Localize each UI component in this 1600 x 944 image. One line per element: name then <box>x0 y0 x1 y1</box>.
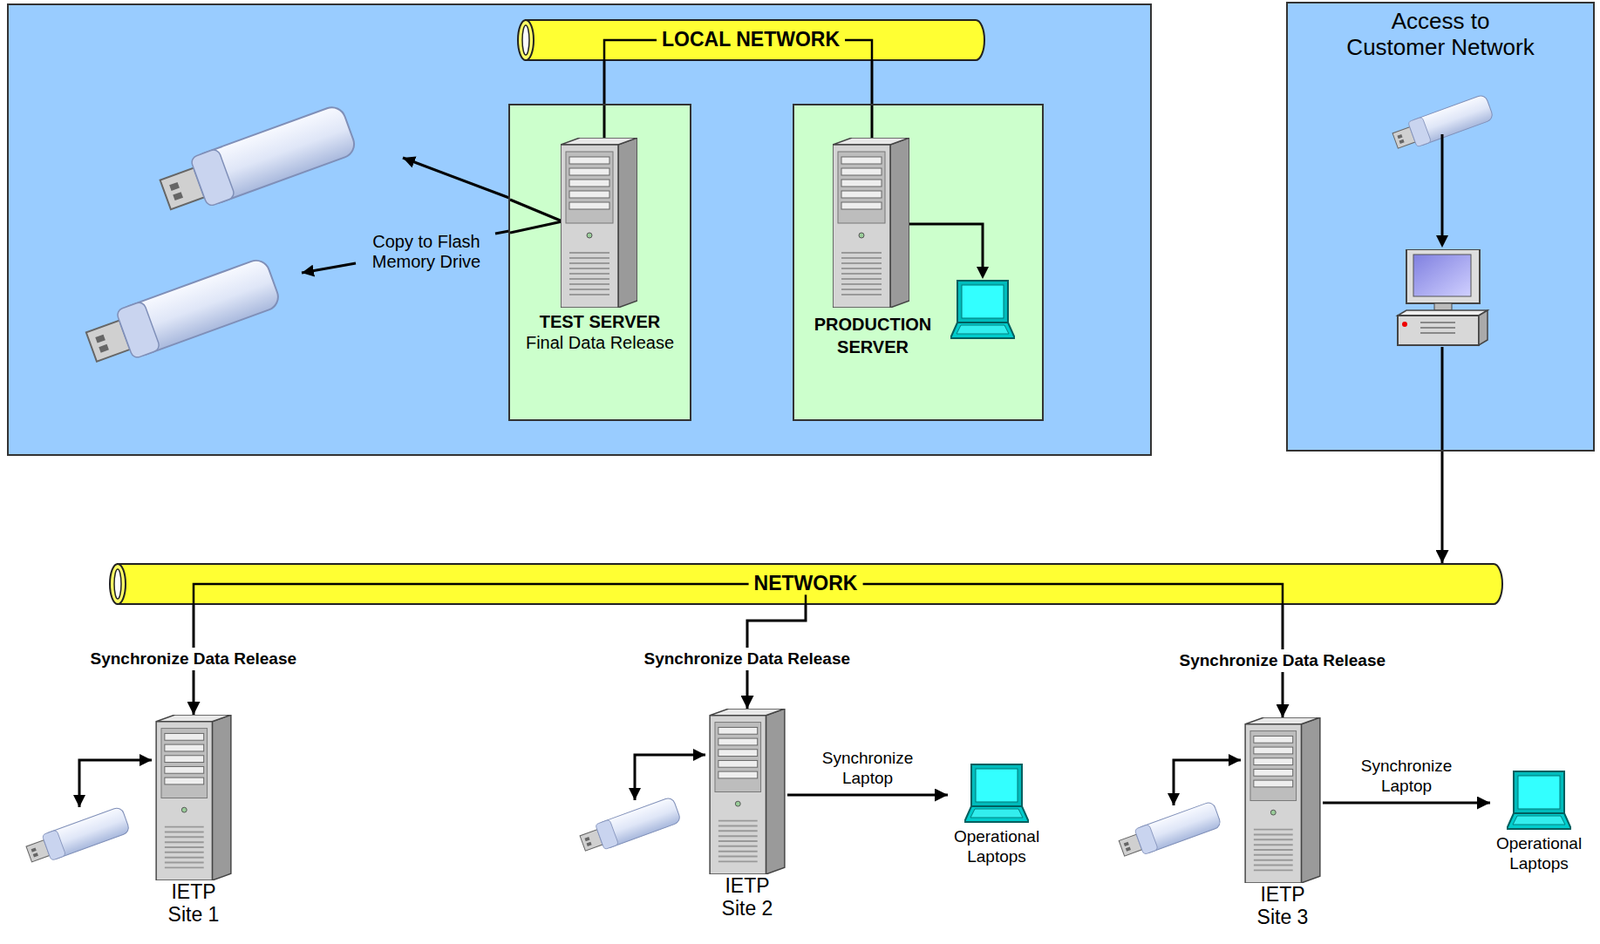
server-icon-frame <box>707 708 788 875</box>
wire <box>1441 347 1444 450</box>
note-label: Copy to Flash Memory Drive <box>360 231 492 273</box>
text-holder: IETP Site 2 <box>707 874 788 921</box>
connector <box>1322 802 1491 805</box>
edge-label: Synchronize Data Release <box>1176 649 1390 674</box>
network-pipe: LOCAL NETWORK <box>515 19 987 62</box>
laptop-icon-frame <box>1506 769 1572 835</box>
site-server: IETP Site 2 <box>707 708 788 921</box>
pipe-end <box>517 20 534 61</box>
laptop-icon <box>1506 771 1572 830</box>
node-title: PRODUCTION SERVER <box>803 313 943 359</box>
server-icon <box>832 137 910 308</box>
laptop-icon <box>964 764 1029 823</box>
edge-label-holder: Synchronize Laptop <box>810 747 925 791</box>
flash-drive <box>156 103 359 220</box>
local-panel <box>7 4 1151 456</box>
laptop-icon <box>950 280 1015 339</box>
text-holder: Operational Laptops <box>947 827 1046 868</box>
server-icon-frame <box>153 714 234 881</box>
edge-label: Synchronize Data Release <box>87 647 301 672</box>
edge-label-holder: Synchronize Data Release <box>640 647 855 672</box>
node-title: TEST SERVER <box>510 311 690 333</box>
text-holder: Operational Laptops <box>1490 834 1588 875</box>
edge-label-holder: Synchronize Data Release <box>87 647 301 672</box>
usb-sync-arrow <box>1173 760 1241 806</box>
connector <box>871 61 874 104</box>
flash-drive <box>1116 801 1222 862</box>
operational-laptop: Operational Laptops <box>947 762 1046 868</box>
pipe-body <box>525 20 985 61</box>
pipe-body <box>117 564 1503 605</box>
pipe-end <box>114 569 122 600</box>
wire <box>898 224 983 268</box>
usb-sync-arrow <box>79 760 152 808</box>
server-box: TEST SERVERFinal Data Release <box>508 103 692 422</box>
pipe-end <box>109 564 126 605</box>
pipe-end <box>522 25 530 55</box>
node-title: IETP Site 2 <box>707 874 788 921</box>
operational-laptop: Operational Laptops <box>1490 769 1588 875</box>
node-title: Access to Customer Network <box>1342 8 1539 62</box>
server-icon <box>560 137 638 308</box>
text-holder: NETWORK <box>748 572 864 595</box>
arrow-head <box>1436 235 1449 248</box>
connector <box>603 61 606 104</box>
server-box: PRODUCTION SERVER <box>792 103 1044 422</box>
text-holder: IETP Site 1 <box>153 880 234 927</box>
access-panel: Access to Customer Network <box>1286 1 1595 452</box>
computer-icon <box>1397 249 1488 346</box>
node-illustration <box>510 105 690 420</box>
flash-drive <box>24 806 131 868</box>
node-illustration <box>794 105 1042 420</box>
edge-label: Synchronize Laptop <box>1349 755 1464 799</box>
wire <box>510 221 563 233</box>
copy-arrow <box>495 231 510 234</box>
server-icon <box>156 714 232 881</box>
wire <box>510 199 563 222</box>
node-title: LOCAL NETWORK <box>656 28 845 51</box>
wire <box>193 584 1283 606</box>
node-title: IETP Site 3 <box>1242 883 1323 930</box>
site-server: IETP Site 3 <box>1242 717 1323 930</box>
node-title: Operational Laptops <box>1490 834 1588 875</box>
node-illustration <box>1287 3 1594 450</box>
flash-drive <box>82 256 283 371</box>
text-holder: LOCAL NETWORK <box>656 28 845 51</box>
text-holder: Access to Customer Network <box>1342 8 1539 62</box>
connector <box>1441 451 1444 564</box>
copy-arrow <box>301 263 356 273</box>
text-holder: TEST SERVERFinal Data Release <box>510 311 690 355</box>
wire <box>871 105 874 139</box>
node-subtitle: Final Data Release <box>510 332 690 355</box>
server-icon <box>709 708 785 875</box>
node-title: NETWORK <box>748 572 864 595</box>
note-holder: Copy to Flash Memory Drive <box>360 231 492 273</box>
site-server: IETP Site 1 <box>153 714 234 927</box>
usb-sync-arrow <box>634 755 706 801</box>
wire <box>603 105 606 139</box>
arrow-head <box>976 266 989 280</box>
node-title: Operational Laptops <box>947 827 1046 868</box>
server-icon <box>1245 717 1321 884</box>
text-holder: IETP Site 3 <box>1242 883 1323 930</box>
edge-label: Synchronize Data Release <box>640 647 855 672</box>
edge-label: Synchronize Laptop <box>810 747 925 791</box>
wire <box>1441 134 1444 237</box>
node-title: IETP Site 1 <box>153 880 234 927</box>
network-pipe: NETWORK <box>107 563 1505 606</box>
edge-label-holder: Synchronize Laptop <box>1349 755 1464 799</box>
flash-drive <box>578 796 682 857</box>
connector <box>787 794 948 797</box>
text-holder: PRODUCTION SERVER <box>803 313 943 359</box>
edge-label-holder: Synchronize Data Release <box>1176 649 1390 674</box>
laptop-icon-frame <box>964 762 1029 828</box>
copy-arrow <box>402 157 510 198</box>
server-icon-frame <box>1242 717 1323 884</box>
